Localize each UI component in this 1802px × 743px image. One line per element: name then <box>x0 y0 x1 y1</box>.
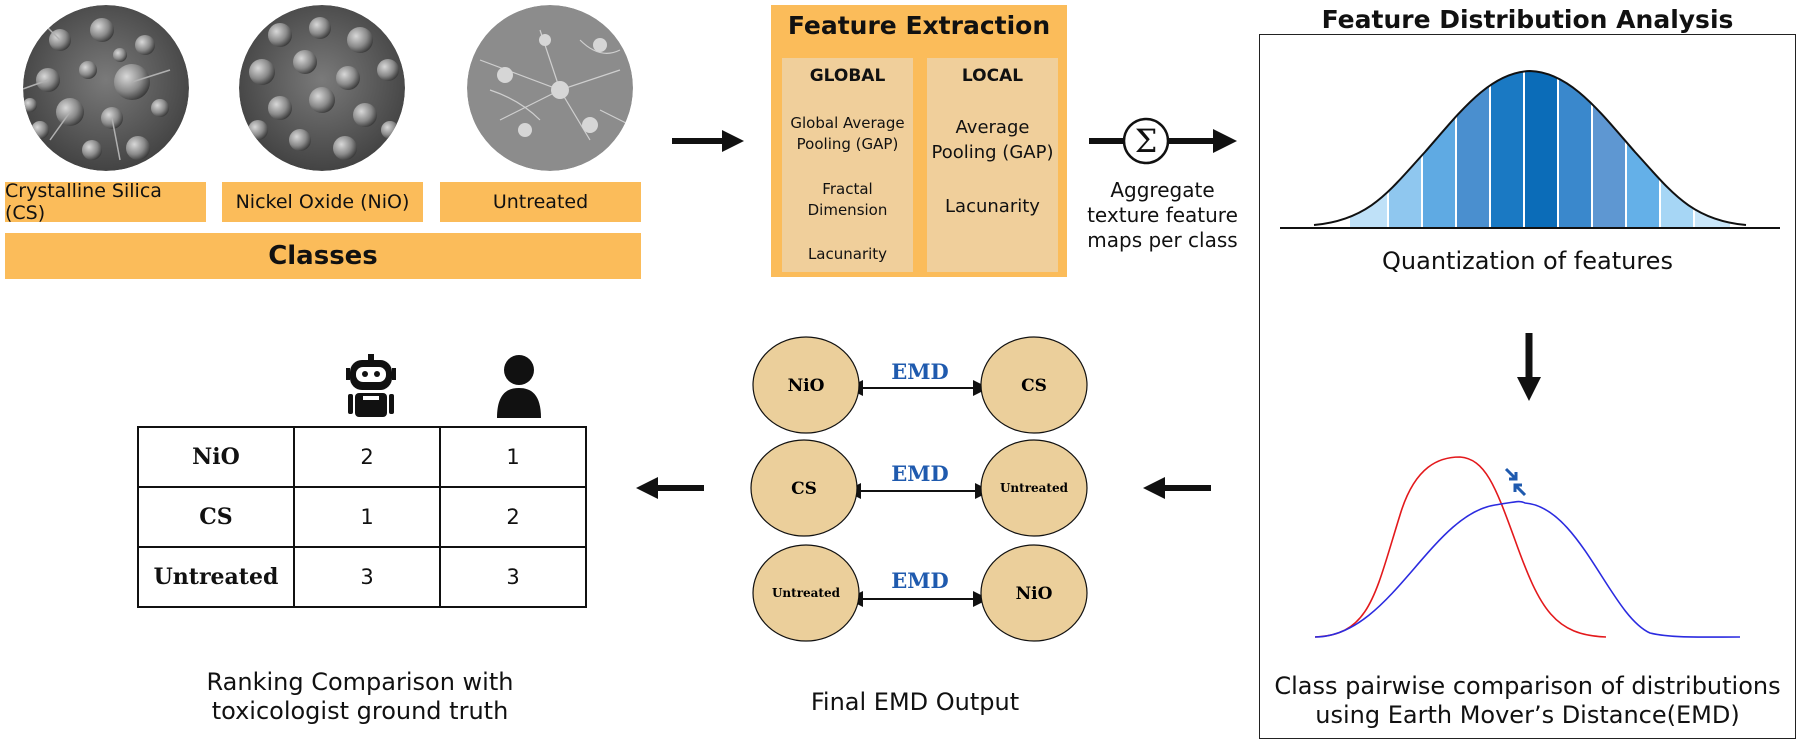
emd-pair-1: NiO CS EMD <box>752 336 1088 434</box>
feature-extraction-title: Feature Extraction <box>787 11 1051 40</box>
global-header: GLOBAL <box>809 66 886 86</box>
table-row: Untreated 3 3 <box>137 546 587 608</box>
model-rank: 2 <box>293 426 441 488</box>
expert-rank: 2 <box>439 486 587 548</box>
arrow-to-ranking <box>636 477 704 499</box>
classes-title: Classes <box>5 233 641 279</box>
emd-node-cs: CS <box>791 479 817 499</box>
blue-distribution <box>1314 500 1741 638</box>
micrograph-nio <box>239 5 405 171</box>
person-icon <box>497 355 541 418</box>
emd-graph: NiO CS EMD CS Untreated EMD Untreated Ni… <box>750 336 1088 642</box>
robot-icon <box>346 354 396 417</box>
aggregate-arrow: Σ <box>1089 117 1237 165</box>
arrow-to-emd-output <box>1143 477 1211 499</box>
emd-output-caption: Final EMD Output <box>810 688 1020 716</box>
row-label-nio: NiO <box>137 426 295 488</box>
local-features: LOCAL Average Pooling (GAP) Lacunarity <box>927 58 1058 272</box>
local-header: LOCAL <box>961 66 1024 86</box>
down-arrow <box>1517 333 1541 401</box>
micrograph-cs <box>23 5 189 171</box>
emd-label: EMD <box>891 568 948 593</box>
row-label-cs: CS <box>137 486 295 548</box>
emd-label: EMD <box>891 461 948 486</box>
emd-distribution-curves <box>1314 456 1741 638</box>
arrow-to-feature-extraction <box>672 130 744 152</box>
global-item-fractal: Fractal Dimension <box>807 180 888 219</box>
expert-rank: 1 <box>439 426 587 488</box>
global-item-lacunarity: Lacunarity <box>807 245 888 263</box>
distribution-analysis-panel <box>1259 34 1796 739</box>
class-label-nio: Nickel Oxide (NiO) <box>222 182 423 222</box>
emd-node-untreated: Untreated <box>772 586 841 600</box>
distribution-analysis-title: Feature Distribution Analysis <box>1321 5 1734 34</box>
micrograph-images <box>23 5 633 171</box>
global-features: GLOBAL Global Average Pooling (GAP) Frac… <box>782 58 913 272</box>
emd-label: EMD <box>891 359 948 384</box>
table-row: CS 1 2 <box>137 486 587 548</box>
emd-node-cs: CS <box>1021 376 1047 396</box>
feature-extraction-box: Feature Extraction GLOBAL Global Average… <box>771 5 1067 277</box>
emd-pair-3: Untreated NiO EMD <box>752 544 1088 642</box>
class-label-untreated: Untreated <box>440 182 641 222</box>
quantized-bell-curve <box>1280 69 1780 229</box>
converge-arrows-icon <box>1504 467 1527 497</box>
row-label-untreated: Untreated <box>137 546 295 608</box>
emd-pair-2: CS Untreated EMD <box>750 439 1088 537</box>
ranking-caption: Ranking Comparison with toxicologist gro… <box>206 668 514 725</box>
model-rank: 1 <box>293 486 441 548</box>
local-item-lacunarity: Lacunarity <box>945 196 1040 217</box>
class-label-cs: Crystalline Silica (CS) <box>5 180 206 224</box>
sigma-icon: Σ <box>1135 122 1158 160</box>
emd-caption: Class pairwise comparison of distributio… <box>1274 672 1781 729</box>
emd-node-nio: NiO <box>788 376 825 396</box>
expert-rank: 3 <box>439 546 587 608</box>
global-item-gap: Global Average Pooling (GAP) <box>790 114 905 153</box>
quantization-caption: Quantization of features <box>1382 247 1673 275</box>
micrograph-untreated <box>467 5 633 171</box>
local-item-avg-pooling: Average Pooling (GAP) <box>931 117 1054 163</box>
aggregate-caption: Aggregate texture feature maps per class <box>1087 178 1238 252</box>
model-rank: 3 <box>293 546 441 608</box>
table-row: NiO 2 1 <box>137 426 587 488</box>
red-distribution <box>1314 456 1607 638</box>
ranking-table: NiO 2 1 CS 1 2 Untreated 3 3 <box>137 426 587 608</box>
emd-node-untreated: Untreated <box>1000 481 1069 495</box>
emd-node-nio: NiO <box>1016 584 1053 604</box>
